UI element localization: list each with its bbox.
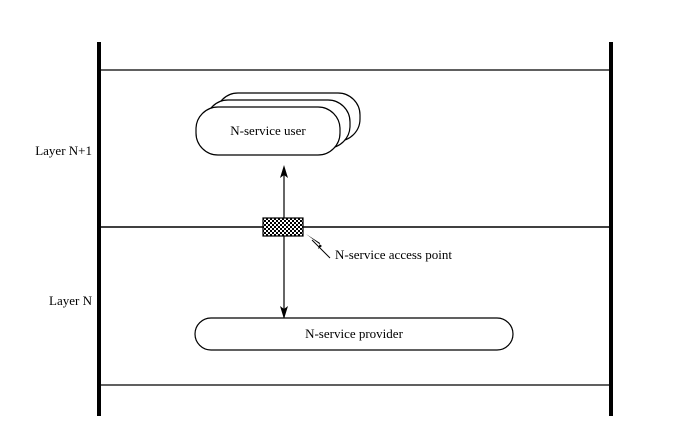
n-service-provider-box [194,317,514,351]
n-service-access-point-box[interactable] [262,217,304,237]
layer-label-n: Layer N [49,293,93,308]
n-service-user-stack-front [195,106,341,156]
arrow-head-up [280,165,288,178]
n-service-user-label: N-service user [230,123,306,138]
service-primitive-arrow [280,165,288,319]
n-service-provider-node[interactable]: N-service provider [194,317,514,351]
arrow-head-down [280,306,288,319]
n-service-provider-label: N-service provider [305,326,403,341]
n-service-access-point-label: N-service access point [335,247,452,262]
layer-label-n-plus-1: Layer N+1 [35,143,92,158]
n-service-user-node[interactable]: N-service user [195,92,361,156]
callout-leader-line [311,239,331,259]
access-point-callout: N-service access point [306,234,452,262]
